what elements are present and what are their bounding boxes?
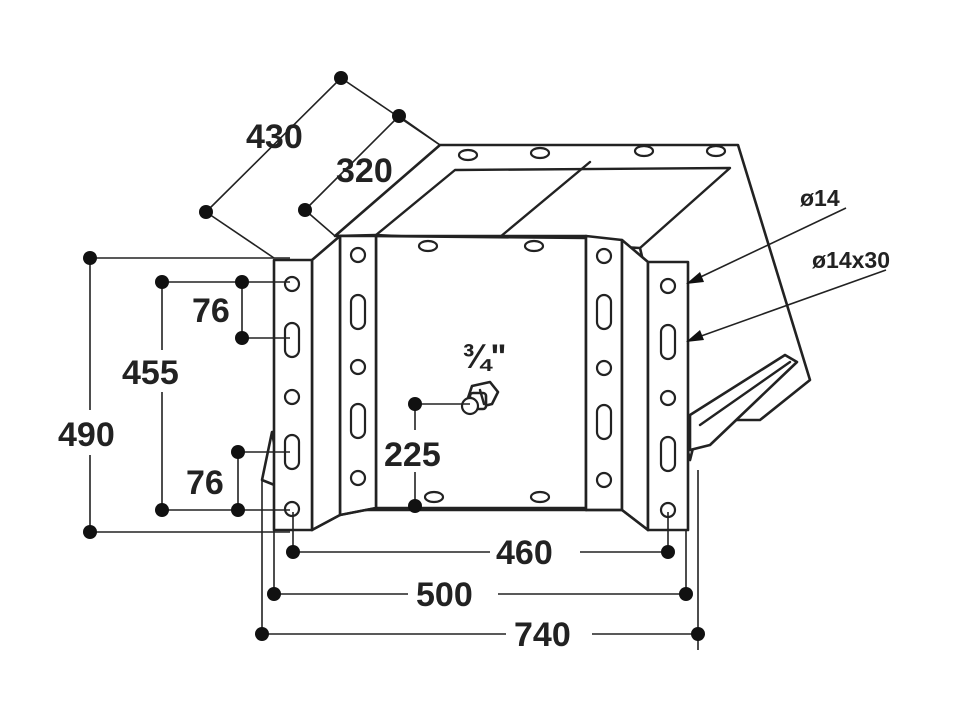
top-plate-fold [498, 160, 592, 239]
dim-740-label: 740 [514, 616, 571, 654]
dim-460-label: 460 [496, 534, 553, 572]
center-channel-holes [417, 239, 551, 504]
left-inner-strip-holes [349, 246, 367, 487]
left-flange-bevel [310, 234, 342, 532]
dim-430-label: 430 [246, 118, 303, 156]
top-plate-crease [374, 166, 732, 250]
right-flange-bevel [620, 238, 650, 532]
thread-size-label: ¾" [462, 338, 506, 376]
right-inner-strip-holes [595, 247, 613, 489]
dimension-lines [89, 76, 887, 650]
dim-76-bottom-label: 76 [186, 464, 224, 502]
dim-455-label: 455 [122, 354, 179, 392]
dim-500-label: 500 [416, 576, 473, 614]
bracket-part [260, 143, 812, 532]
bottom-bevel [310, 506, 378, 532]
top-plate-holes [457, 144, 727, 162]
thread-fitting-icon [460, 380, 500, 416]
right-outer-flange-holes [659, 277, 677, 519]
dim-225-label: 225 [384, 436, 441, 474]
left-outer-flange-holes [283, 275, 301, 518]
dim-320-label: 320 [336, 152, 393, 190]
dim-76-top-label: 76 [192, 292, 230, 330]
dimension-dots [83, 71, 705, 641]
right-gusset [688, 353, 799, 452]
hole-round-label: ø14 [800, 185, 840, 211]
hole-slot-label: ø14x30 [812, 247, 890, 273]
dim-490-label: 490 [58, 416, 115, 454]
